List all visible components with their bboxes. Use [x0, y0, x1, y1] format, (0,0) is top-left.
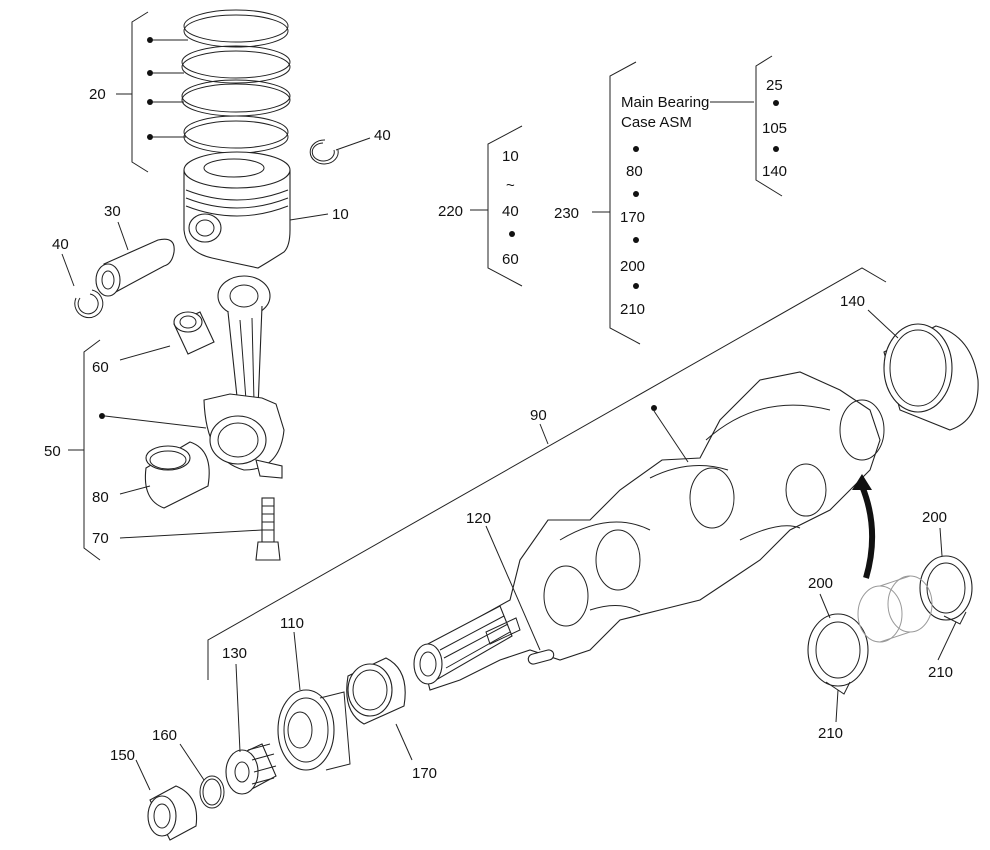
connecting-rod	[203, 275, 285, 479]
conrod-bolt	[255, 497, 281, 561]
group-220-bracket	[470, 125, 523, 287]
asm-title-line1: Main Bearing	[621, 94, 709, 111]
callout-80: 80	[92, 489, 109, 506]
group-230-item: 170	[620, 209, 645, 226]
main-bearing-ghost	[857, 575, 933, 643]
circlip-right	[309, 139, 339, 165]
leader-lines	[61, 137, 957, 791]
callout-110: 110	[280, 615, 304, 632]
callout-140: 140	[840, 293, 865, 310]
crankshaft-marker	[651, 405, 689, 463]
thrust-washer-right	[919, 555, 973, 625]
callout-170: 170	[412, 765, 437, 782]
asm-title-line2: Case ASM	[621, 114, 692, 131]
bushing-150	[147, 785, 198, 841]
asm-items: 25 105 140	[762, 77, 787, 180]
thrust-washer-left	[807, 613, 869, 695]
oring-160	[199, 775, 225, 809]
piston	[183, 151, 291, 269]
woodruff-key	[527, 649, 555, 665]
callout-160: 160	[152, 727, 177, 744]
callout-70: 70	[92, 530, 109, 547]
circlip-left	[74, 289, 104, 319]
callout-20: 20	[89, 86, 106, 103]
thrust-bushing	[883, 323, 979, 431]
callout-90: 90	[530, 407, 547, 424]
group-230-bracket	[592, 61, 754, 345]
callout-30: 30	[104, 203, 121, 220]
callout-60: 60	[92, 359, 109, 376]
asm-item: 25	[766, 77, 783, 94]
callout-200-left: 200	[808, 575, 833, 592]
callout-210-left: 210	[818, 725, 843, 742]
asm-item: 105	[762, 120, 787, 137]
group-220-item: 60	[502, 251, 519, 268]
conrod-bearing	[144, 441, 210, 509]
gear-130	[225, 743, 277, 795]
crankshaft	[413, 371, 885, 691]
conrod-bracket	[68, 339, 207, 561]
install-arrow	[852, 474, 876, 579]
group-230-item: 210	[620, 301, 645, 318]
callout-numbers: 20 40 10 30 40 60 50 80 70 90 140 120 11…	[44, 86, 953, 782]
crankshaft-bracket	[207, 267, 887, 680]
callout-50: 50	[44, 443, 61, 460]
rings-bracket	[116, 11, 188, 173]
callout-220: 220	[438, 203, 463, 220]
small-end-bushing	[173, 311, 215, 355]
bearing-170	[346, 657, 406, 725]
group-220-item: 40	[502, 203, 519, 220]
group-220-items: 10 ~ 40 60	[502, 148, 519, 268]
callout-200-right: 200	[922, 509, 947, 526]
callout-40-top: 40	[374, 127, 391, 144]
asm-item: 140	[762, 163, 787, 180]
callout-230: 230	[554, 205, 579, 222]
callout-120: 120	[466, 510, 491, 527]
callout-150: 150	[110, 747, 135, 764]
group-230-item: 200	[620, 258, 645, 275]
group-220-item: 10	[502, 148, 519, 165]
piston-pin	[95, 238, 175, 297]
group-230-item: 80	[626, 163, 643, 180]
gear-110	[277, 689, 351, 771]
piston-rings	[181, 9, 291, 154]
group-220-range: ~	[506, 177, 515, 194]
callout-210-right: 210	[928, 664, 953, 681]
callout-40-left: 40	[52, 236, 69, 253]
callout-10: 10	[332, 206, 349, 223]
asm-bracket	[755, 55, 783, 197]
callout-130: 130	[222, 645, 247, 662]
group-230-items: Main Bearing Case ASM 80 170 200 210	[620, 94, 709, 318]
